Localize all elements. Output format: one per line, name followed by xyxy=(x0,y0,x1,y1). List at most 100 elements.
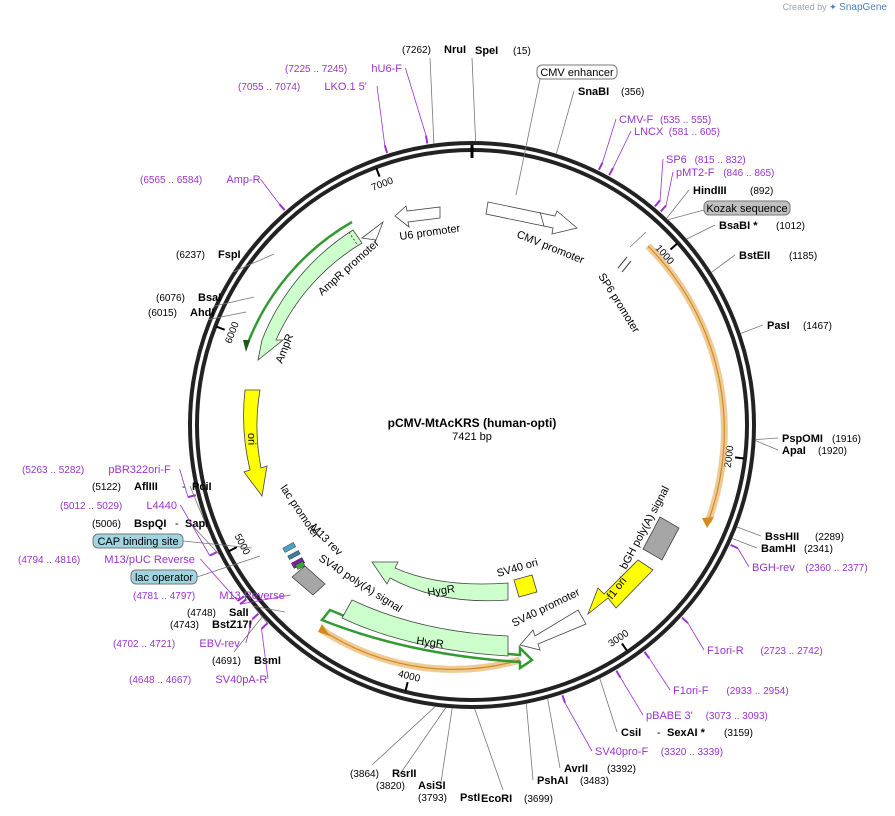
enzyme-position: (1467) xyxy=(803,321,832,332)
primer-mark-sp6[interactable] xyxy=(654,199,661,208)
hygr-label-outer: HygR xyxy=(416,635,445,651)
hygr-feature-outer[interactable] xyxy=(341,599,509,657)
enzyme-site-fspi[interactable]: (6237)FspI xyxy=(176,249,241,261)
ori-feature[interactable] xyxy=(243,389,268,497)
primer-mark-bgh-rev[interactable] xyxy=(730,543,739,550)
kozak-text: Kozak sequence xyxy=(706,203,787,215)
enzyme-site-apai[interactable]: ApaI(1920) xyxy=(782,445,847,457)
enzyme-site-bstz17i[interactable]: (4743)BstZ17I xyxy=(170,619,252,631)
enzyme-site-bsteii[interactable]: BstEII(1185) xyxy=(739,250,817,262)
enzyme-site-hindiii[interactable]: HindIII(892) xyxy=(693,185,773,197)
enzyme-site-pasi[interactable]: PasI(1467) xyxy=(767,320,832,332)
ampr-resistance-line xyxy=(244,220,353,349)
ampr-promoter-feature[interactable] xyxy=(360,220,384,241)
primer-cmv-f[interactable]: CMV-F(535 .. 555) xyxy=(602,114,711,163)
primer-pbr322ori-f[interactable]: (5263 .. 5282)pBR322ori-F xyxy=(22,464,189,498)
cap-binding-box[interactable] xyxy=(92,533,184,549)
enzyme-name: RsrII xyxy=(392,768,416,780)
primer-mark-ebv-rev[interactable] xyxy=(251,612,260,620)
primer-mark-f1ori-r[interactable] xyxy=(681,616,689,624)
cmv-enhancer-box[interactable] xyxy=(536,64,618,80)
sv40-ori-feature[interactable] xyxy=(513,574,538,598)
insert-cds-arc[interactable] xyxy=(645,243,728,524)
enzyme-site-ecori[interactable]: EcoRI(3699) xyxy=(481,793,553,805)
primer-pmt2-f[interactable]: pMT2-F(846 .. 865) xyxy=(665,167,774,206)
primer-mark-l4440[interactable] xyxy=(209,551,218,557)
bgh-polya-feature[interactable] xyxy=(642,516,680,561)
lac-operator-mark[interactable] xyxy=(287,550,301,560)
kozak-box[interactable] xyxy=(703,200,791,216)
primer-mark-pbabe-3[interactable] xyxy=(615,670,622,679)
primer-mark-m13-reverse[interactable] xyxy=(239,598,248,605)
primer-f1ori-r[interactable]: F1ori-R(2723 .. 2742) xyxy=(687,622,823,657)
enzyme-leader-sali xyxy=(253,605,286,613)
primer-bgh-rev[interactable]: BGH-rev(2360 .. 2377) xyxy=(737,548,868,574)
enzyme-site-ahdi[interactable]: (6015)AhdI xyxy=(148,307,214,319)
enzyme-site-avrii[interactable]: AvrII(3392) xyxy=(564,763,636,775)
primer-mark-lko-1-5[interactable] xyxy=(383,144,389,154)
primer-m13-puc-reverse[interactable]: (4794 .. 4816)M13/pUC Reverse xyxy=(18,554,239,602)
enzyme-name: AflIII xyxy=(134,481,158,493)
lac-operator-box[interactable] xyxy=(130,569,198,585)
primer-mark-amp-r[interactable] xyxy=(278,203,286,211)
enzyme-site-spei[interactable]: SpeI(15) xyxy=(475,45,531,57)
cap-binding-mark[interactable] xyxy=(282,542,297,553)
enzyme-name: BssHII xyxy=(765,531,799,543)
enzyme-site-bsmi[interactable]: (4691)BsmI xyxy=(212,655,281,667)
primer-mark-f1ori-f[interactable] xyxy=(643,651,651,659)
primer-leader-bgh-rev xyxy=(737,548,750,568)
primer-mark-pmt2-f[interactable] xyxy=(660,204,667,213)
sv40-promoter-feature[interactable] xyxy=(519,609,587,651)
primer-mark-sv40pro-f[interactable] xyxy=(561,694,566,704)
primer-name: Amp-R xyxy=(226,174,260,186)
enzyme-site-sali[interactable]: (4748)SalI xyxy=(187,607,249,619)
primer-mark-cmv-f[interactable] xyxy=(597,162,604,171)
enzyme-site-afliii[interactable]: (5122)AflIII-PciI xyxy=(92,481,212,493)
enzyme-site-pspomi[interactable]: PspOMI(1916) xyxy=(782,433,861,445)
primer-m13-reverse[interactable]: (4781 .. 4797)M13 Reverse xyxy=(133,590,291,605)
f1-ori-feature[interactable] xyxy=(587,559,654,616)
primer-range: (2933 .. 2954) xyxy=(726,686,788,697)
primer-hu6-f[interactable]: (7225 .. 7245)hU6-F xyxy=(285,63,427,136)
primer-sv40pro-f[interactable]: SV40pro-F(3320 .. 3339) xyxy=(564,702,723,758)
primer-mark-hu6-f[interactable] xyxy=(425,135,429,144)
enzyme-position: (356) xyxy=(621,87,644,98)
hygr-feature-inner[interactable] xyxy=(371,561,509,602)
enzyme-site-snabi[interactable]: SnaBI(356) xyxy=(578,86,644,98)
ampr-feature[interactable] xyxy=(257,229,363,361)
enzyme-site-bsshii[interactable]: BssHII(2289) xyxy=(765,531,844,543)
sv40-polya-feature[interactable] xyxy=(291,565,326,596)
enzyme-site-bsabi[interactable]: BsaBI *(1012) xyxy=(719,220,805,232)
hygr-cds-arrowhead xyxy=(318,624,330,636)
primer-l4440[interactable]: (5012 .. 5029)L4440 xyxy=(60,500,211,556)
enzyme-site-asisi[interactable]: (3820)AsiSI xyxy=(376,780,446,792)
enzyme-site-nrui[interactable]: (7262)NruI xyxy=(402,44,466,56)
enzyme-site-bspqi[interactable]: (5006)BspQI-SapI xyxy=(92,518,208,530)
enzyme-site-bsai[interactable]: (6076)BsaI xyxy=(156,292,221,304)
primer-sv40pa-r[interactable]: (4648 .. 4667)SV40pA-R xyxy=(129,628,269,686)
lac-promoter-mark[interactable] xyxy=(295,561,306,570)
primer-mark-pbr322ori-f[interactable] xyxy=(187,494,197,499)
primer-range: (2723 .. 2742) xyxy=(760,646,822,657)
primer-lncx[interactable]: LNCX(581 .. 605) xyxy=(612,126,720,169)
enzyme-site-psti[interactable]: (3793)PstI xyxy=(418,792,480,804)
cmv-promoter-feature[interactable] xyxy=(485,201,578,235)
primer-f1ori-f[interactable]: F1ori-F(2933 .. 2954) xyxy=(648,658,789,697)
enzyme-site-rsrii[interactable]: (3864)RsrII xyxy=(350,768,416,780)
enzyme-leader-asisi xyxy=(397,707,447,778)
enzyme-site-csii[interactable]: CsiI-SexAI *(3159) xyxy=(621,727,753,739)
enzyme-name: AhdI xyxy=(190,307,214,319)
scale-tick-2000 xyxy=(734,456,745,460)
primer-amp-r[interactable]: (6565 .. 6584)Amp-R xyxy=(140,174,280,205)
primer-pbabe-3[interactable]: pBABE 3'(3073 .. 3093) xyxy=(620,677,768,722)
primer-sp6[interactable]: SP6(815 .. 832) xyxy=(659,154,746,201)
primer-mark-lncx[interactable] xyxy=(608,167,614,176)
enzyme-site-bamhi[interactable]: BamHI(2341) xyxy=(761,543,833,555)
primer-lko-1-5[interactable]: (7055 .. 7074)LKO.1 5' xyxy=(238,81,386,146)
u6-promoter-feature[interactable] xyxy=(394,205,441,228)
primer-mark-m13-puc-reverse[interactable] xyxy=(237,595,245,602)
primer-ebv-rev[interactable]: (4702 .. 4721)EBV-rev xyxy=(113,618,253,650)
enzyme-name: PspOMI xyxy=(782,433,823,445)
enzyme-site-pshai[interactable]: PshAI(3483) xyxy=(537,775,609,787)
primer-mark-sv40pa-r[interactable] xyxy=(260,622,268,630)
